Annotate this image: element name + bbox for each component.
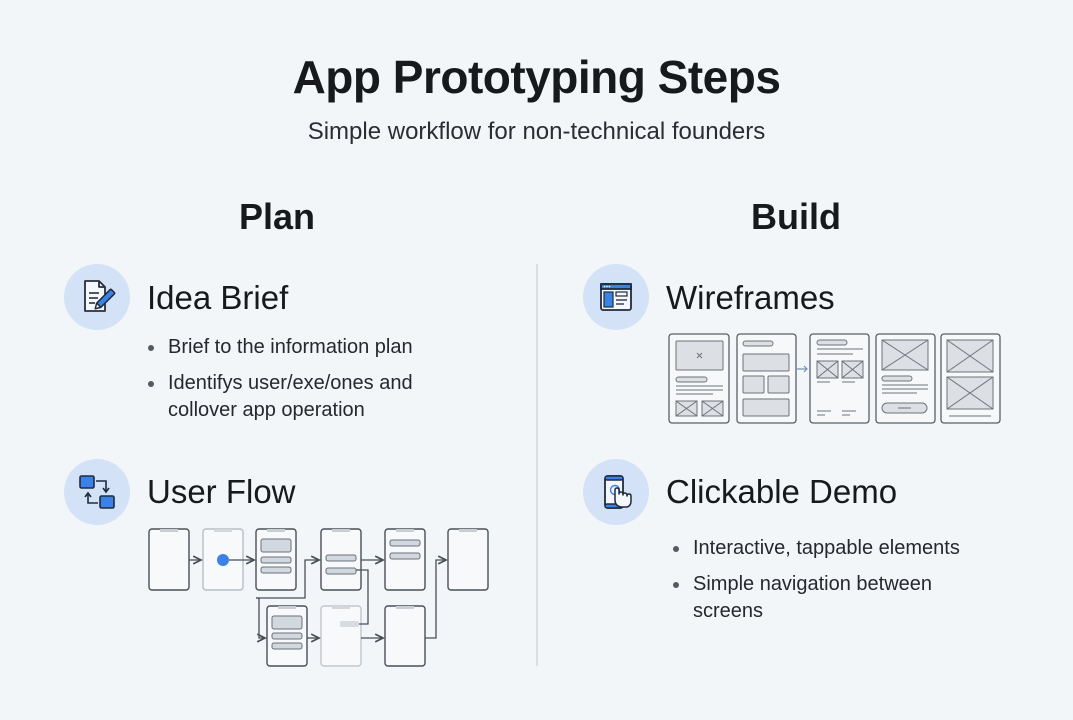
bullet-item: Interactive, tappable elements: [671, 535, 1001, 562]
bullet-item: Simple navigation between screens: [671, 571, 1001, 625]
idea-brief-step: [64, 264, 130, 330]
wireframes-step: [583, 264, 649, 330]
idea-brief-title: Idea Brief: [147, 279, 289, 316]
flow-screen-9: [384, 605, 426, 667]
build-column-heading: Build: [751, 196, 841, 237]
user-flow-diagram: [148, 528, 489, 667]
flow-screen-8: [320, 605, 362, 667]
flow-screen-6: [447, 528, 489, 591]
flow-screen-3: [255, 528, 297, 591]
column-divider: [536, 264, 538, 666]
wireframe-sheet-3: [809, 333, 870, 424]
flow-screen-1: [148, 528, 190, 591]
idea-brief-bullets: Brief to the information plan Identifys …: [146, 334, 476, 433]
user-flow-title: User Flow: [147, 473, 296, 510]
phone-tap-icon: [583, 459, 649, 525]
browser-layout-icon: [583, 264, 649, 330]
clickable-demo-step: [583, 459, 649, 525]
bullet-item: Brief to the information plan: [146, 334, 476, 361]
clickable-demo-bullets: Interactive, tappable elements Simple na…: [671, 535, 1001, 634]
document-pencil-icon: [64, 264, 130, 330]
bullet-item: Identifys user/exe/ones and collover app…: [146, 370, 476, 424]
clickable-demo-title: Clickable Demo: [666, 473, 898, 510]
flow-screen-4: [320, 528, 362, 591]
plan-column-heading: Plan: [239, 196, 316, 237]
flow-screen-7: [266, 605, 308, 667]
page-title: App Prototyping Steps: [292, 51, 781, 103]
flow-arrows-icon: [64, 459, 130, 525]
user-flow-step: [64, 459, 130, 525]
wireframes-title: Wireframes: [666, 279, 835, 316]
page-subtitle: Simple workflow for non-technical founde…: [307, 118, 766, 145]
tap-point-marker: [217, 554, 229, 566]
wireframes-diagram: [668, 333, 1001, 424]
flow-screen-5: [384, 528, 426, 591]
